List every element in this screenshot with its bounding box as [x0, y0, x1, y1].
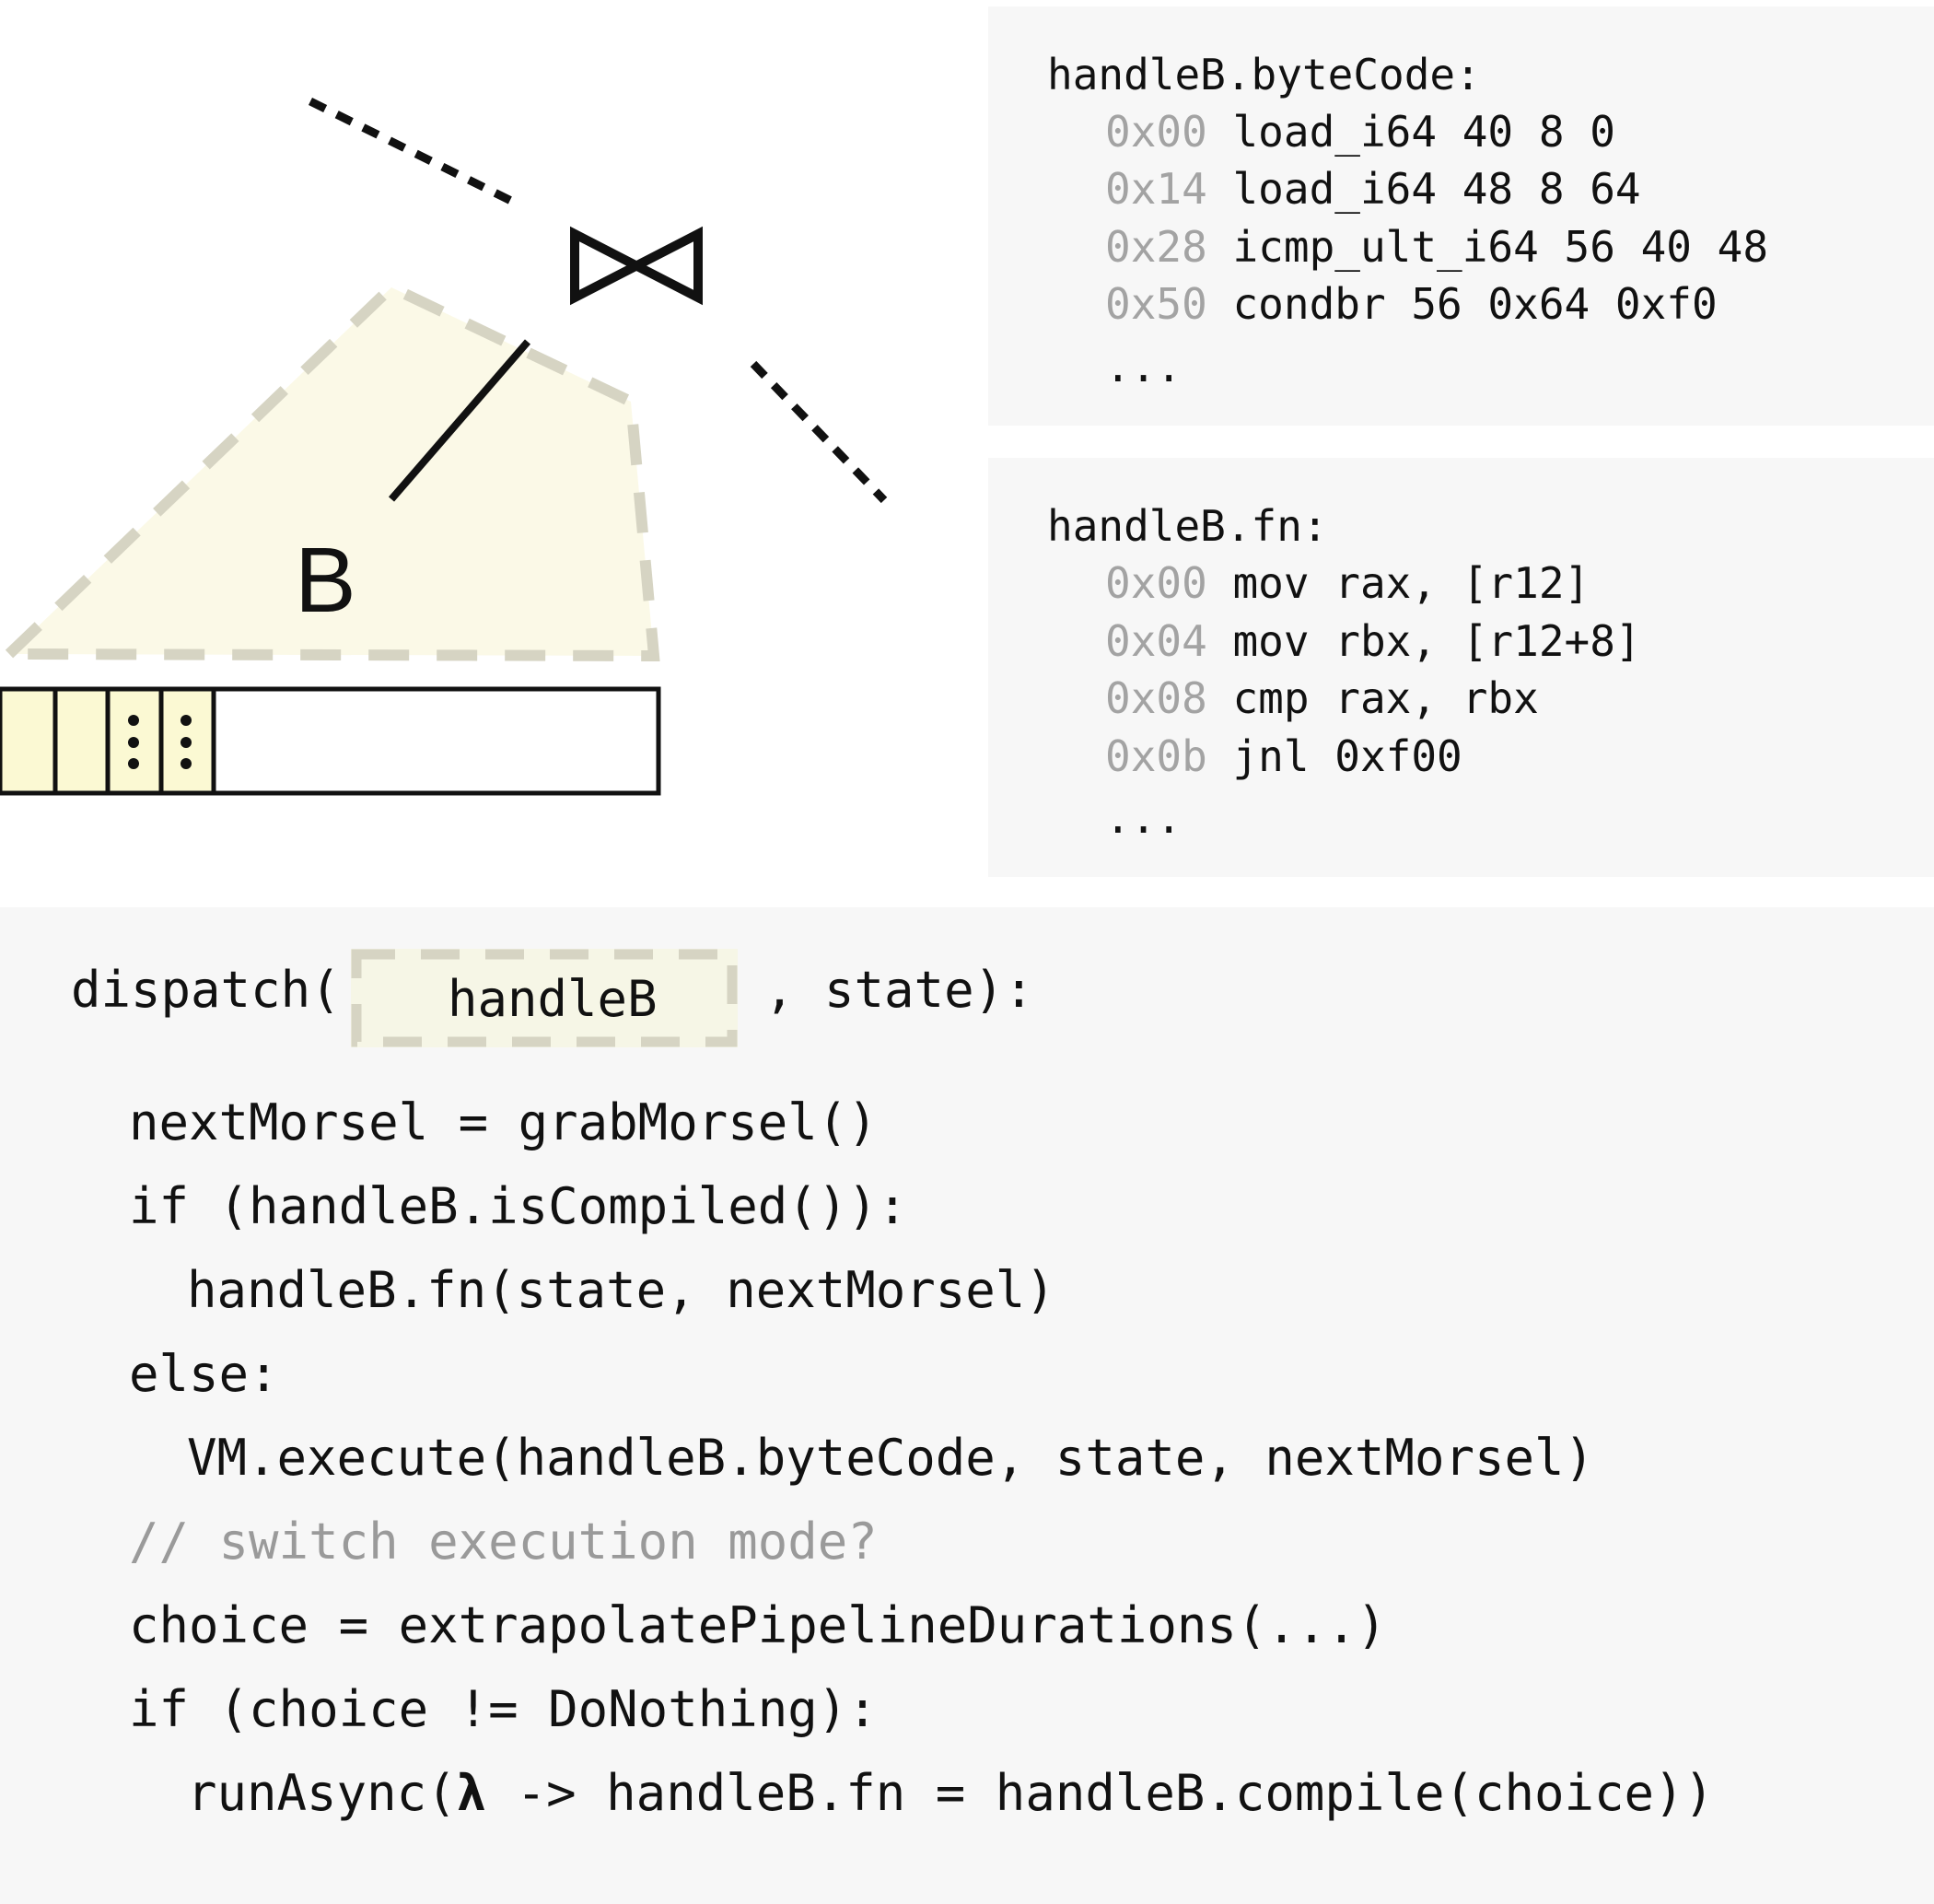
fn-ellipsis: ... [1105, 793, 1183, 843]
code-line-8: if (choice != DoNothing): [129, 1680, 878, 1738]
bytecode-line: 0x00 load_i64 40 8 0 [1105, 107, 1615, 157]
dispatch-handle: handleB [448, 970, 658, 1028]
fn-line: 0x00 mov rax, [r12] [1105, 558, 1590, 608]
join-edge-right [750, 360, 888, 504]
code-comment: // switch execution mode? [129, 1513, 878, 1571]
join-edge-upper-left [309, 97, 513, 205]
code-line-9: runAsync(λ -> handleB.fn = handleB.compi… [187, 1764, 1715, 1822]
fn-line: 0x0b jnl 0xf00 [1105, 731, 1462, 781]
ellipsis-dots-icon [128, 715, 192, 769]
code-line-4: else: [129, 1345, 279, 1403]
query-plan-diagram [0, 97, 888, 796]
code-line-3: handleB.fn(state, nextMorsel) [187, 1261, 1055, 1319]
dispatch-panel [0, 907, 1934, 1904]
column-buffer [0, 686, 661, 796]
handle-placeholder-box [351, 949, 738, 1047]
code-line-7: choice = extrapolatePipelineDurations(..… [129, 1596, 1387, 1654]
fn-line: 0x04 mov rbx, [r12+8] [1105, 616, 1641, 666]
fn-line: 0x08 cmp rax, rbx [1105, 673, 1539, 723]
edge-b-to-join [388, 339, 531, 502]
bytecode-line: 0x14 load_i64 48 8 64 [1105, 164, 1641, 214]
bytecode-line: 0x50 condbr 56 0x64 0xf0 [1105, 279, 1718, 329]
fn-title: handleB.fn: [1047, 501, 1328, 551]
code-line-1: nextMorsel = grabMorsel() [129, 1093, 878, 1151]
dispatch-prefix: dispatch( [71, 961, 341, 1019]
fn-panel [988, 458, 1934, 877]
bytecode-panel [988, 6, 1934, 426]
bytecode-ellipsis: ... [1105, 342, 1183, 391]
lambda-symbol: λ [456, 1764, 487, 1822]
code-line-5: VM.execute(handleB.byteCode, state, next… [187, 1429, 1595, 1487]
bytecode-line: 0x28 icmp_ult_i64 56 40 48 [1105, 222, 1769, 272]
relation-label-b: B [295, 529, 356, 632]
bytecode-title: handleB.byteCode: [1047, 50, 1481, 99]
dispatch-suffix: , state): [764, 961, 1034, 1019]
join-symbol-icon [570, 226, 703, 306]
code-line-2: if (handleB.isCompiled()): [129, 1177, 908, 1235]
